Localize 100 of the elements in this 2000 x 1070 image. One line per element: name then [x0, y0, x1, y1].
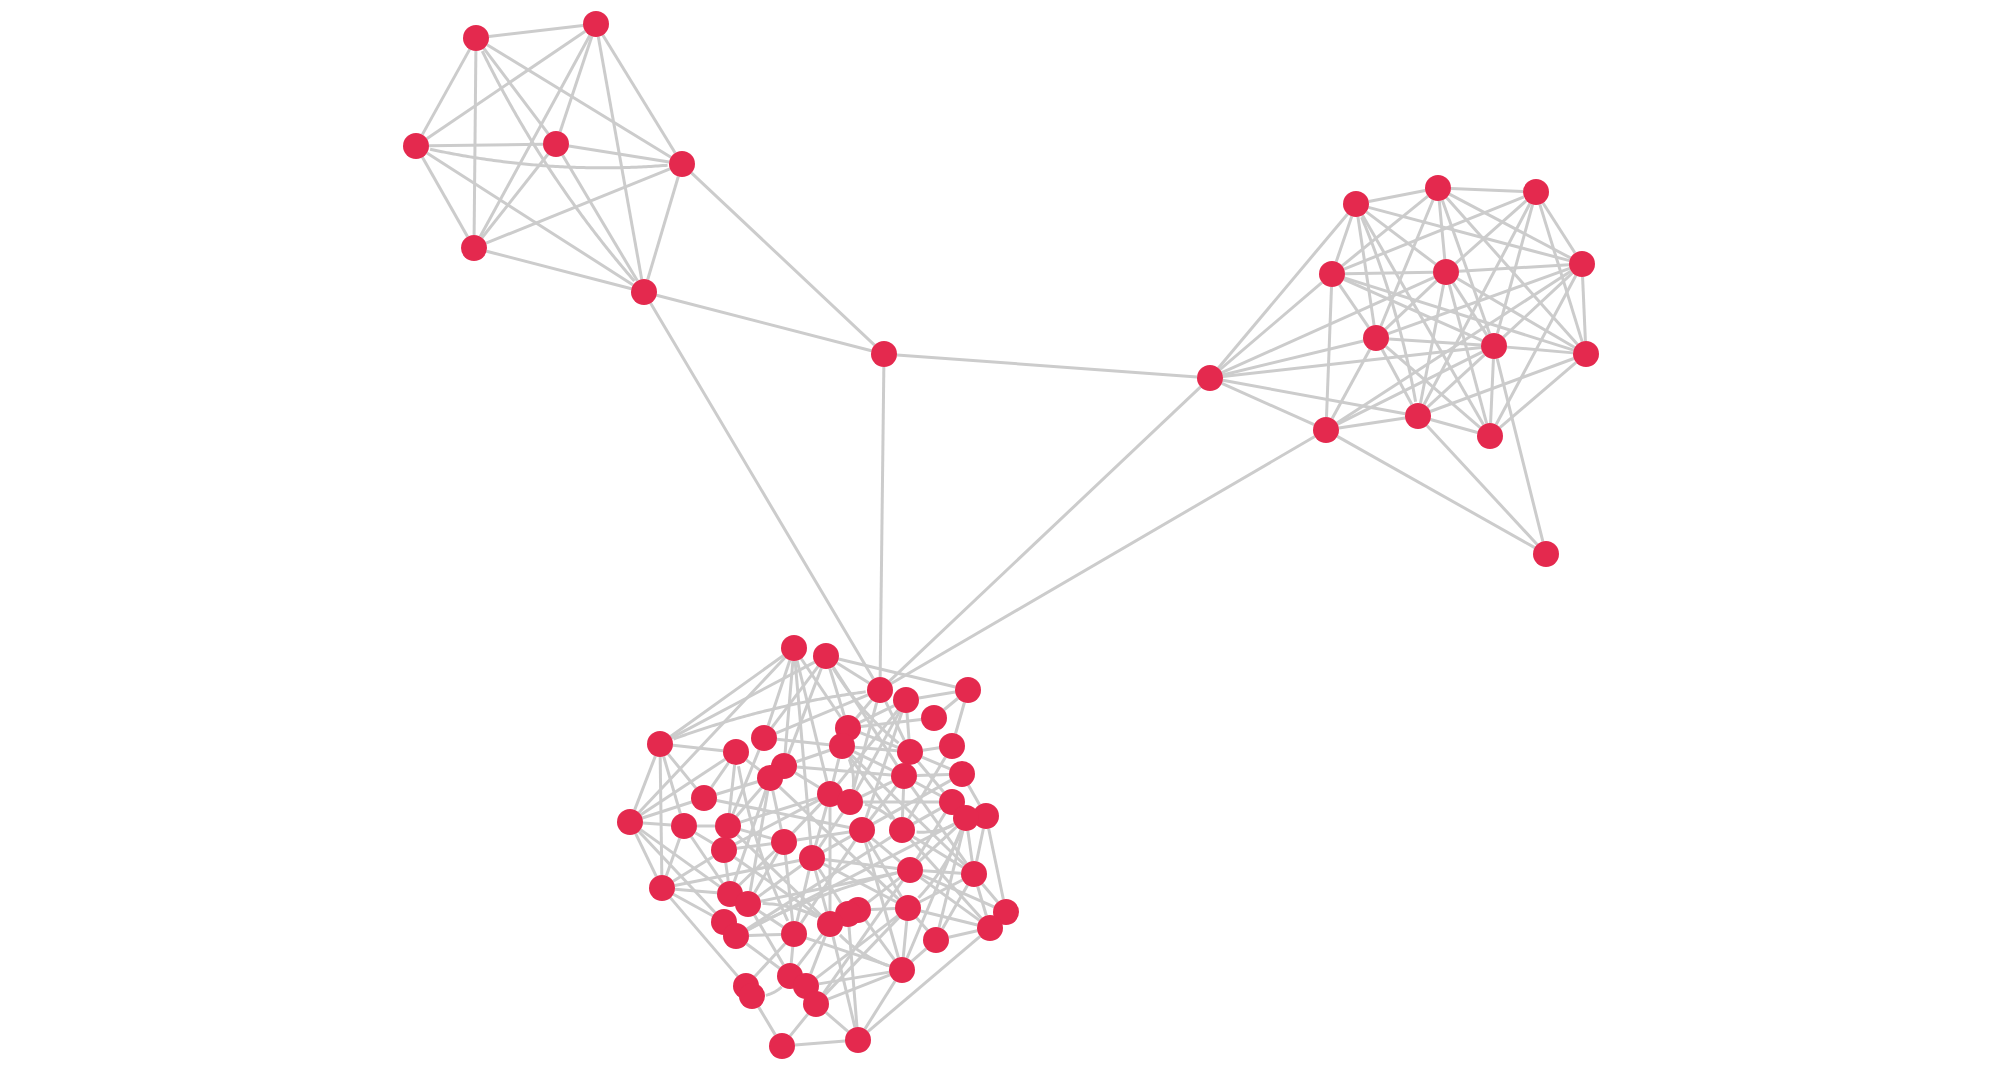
- connector-line: [776, 737, 830, 747]
- connector-line: [967, 784, 981, 806]
- connector-line: [766, 659, 792, 727]
- network-node: [617, 809, 643, 835]
- connector-line: [1447, 284, 1489, 424]
- connector-line: [863, 980, 897, 1030]
- connector-line: [735, 786, 763, 818]
- network-node: [849, 817, 875, 843]
- connector-line: [800, 657, 842, 719]
- connector-line: [832, 667, 900, 745]
- connector-line: [633, 755, 657, 811]
- connector-line: [1489, 358, 1495, 424]
- connector-line: [649, 302, 875, 680]
- connector-line: [919, 876, 981, 922]
- connector-line: [486, 43, 672, 159]
- connector-line: [1451, 282, 1489, 336]
- connector-line: [694, 831, 714, 845]
- connector-line: [871, 837, 901, 863]
- connector-line: [864, 802, 893, 820]
- connector-line: [1334, 215, 1354, 263]
- connector-line: [914, 780, 942, 798]
- network-node: [717, 881, 743, 907]
- connector-line: [1458, 263, 1570, 273]
- network-node: [583, 11, 609, 37]
- connector-line: [646, 176, 680, 280]
- connector-line: [922, 746, 940, 752]
- connector-line: [1388, 337, 1482, 347]
- network-node: [897, 739, 923, 765]
- connector-line: [426, 151, 634, 287]
- connector-line: [822, 835, 852, 853]
- connector-line: [794, 1039, 846, 1047]
- network-node: [939, 789, 965, 815]
- network-node: [993, 899, 1019, 925]
- connector-line: [805, 936, 891, 968]
- connector-line: [421, 48, 471, 136]
- connector-line: [745, 758, 761, 772]
- connector-line: [1222, 339, 1364, 377]
- network-node: [671, 813, 697, 839]
- connector-line: [1338, 416, 1406, 430]
- network-node: [891, 763, 917, 789]
- connector-line: [943, 697, 959, 711]
- network-node: [955, 677, 981, 703]
- network-node: [769, 1033, 795, 1059]
- connector-line: [890, 435, 1316, 685]
- connector-line: [656, 293, 872, 353]
- connector-line: [727, 764, 737, 814]
- connector-line: [753, 942, 787, 978]
- connector-line: [1330, 348, 1372, 420]
- connector-line: [690, 171, 876, 347]
- connector-line: [1581, 276, 1587, 342]
- network-node: [1433, 259, 1459, 285]
- connector-line: [737, 765, 790, 922]
- network-node: [1481, 333, 1507, 359]
- connector-line: [482, 47, 550, 135]
- connector-line: [472, 51, 478, 235]
- connector-line: [746, 835, 892, 931]
- connector-line: [1502, 271, 1574, 339]
- connector-line: [888, 385, 1202, 683]
- connector-line: [771, 790, 783, 830]
- network-node: [799, 845, 825, 871]
- connector-line: [818, 970, 890, 986]
- network-node: [921, 705, 947, 731]
- connector-line: [796, 765, 892, 777]
- connector-line: [915, 812, 947, 860]
- connector-line: [905, 712, 911, 740]
- connector-line: [847, 926, 859, 1028]
- connector-line: [1336, 350, 1484, 426]
- connector-line: [981, 882, 999, 904]
- connector-line: [486, 249, 632, 291]
- connector-line: [941, 884, 969, 930]
- connector-line: [783, 660, 795, 754]
- connector-line: [896, 353, 1198, 379]
- connector-line: [1325, 286, 1333, 418]
- connector-line: [1422, 202, 1532, 406]
- connector-line: [778, 785, 900, 901]
- connector-line: [1387, 267, 1571, 335]
- connector-line: [596, 36, 644, 280]
- network-node: [1319, 261, 1345, 287]
- network-node: [813, 643, 839, 669]
- connector-line: [851, 702, 879, 790]
- network-node: [897, 857, 923, 883]
- connector-line: [838, 657, 956, 689]
- connector-line: [669, 654, 785, 738]
- connector-line: [921, 755, 951, 771]
- network-node: [723, 739, 749, 765]
- connector-line: [866, 935, 982, 1033]
- connector-line: [860, 718, 922, 728]
- connector-line: [690, 835, 724, 885]
- network-node: [1197, 365, 1223, 391]
- connector-line: [1494, 274, 1578, 426]
- connector-line: [937, 830, 965, 928]
- connector-line: [1343, 276, 1575, 352]
- connector-line: [859, 704, 895, 724]
- connector-line: [809, 935, 827, 975]
- connector-line: [920, 909, 978, 927]
- connector-line: [760, 871, 898, 903]
- connector-line: [836, 661, 870, 685]
- connector-line: [736, 842, 772, 850]
- network-node: [781, 635, 807, 661]
- connector-line: [783, 854, 795, 922]
